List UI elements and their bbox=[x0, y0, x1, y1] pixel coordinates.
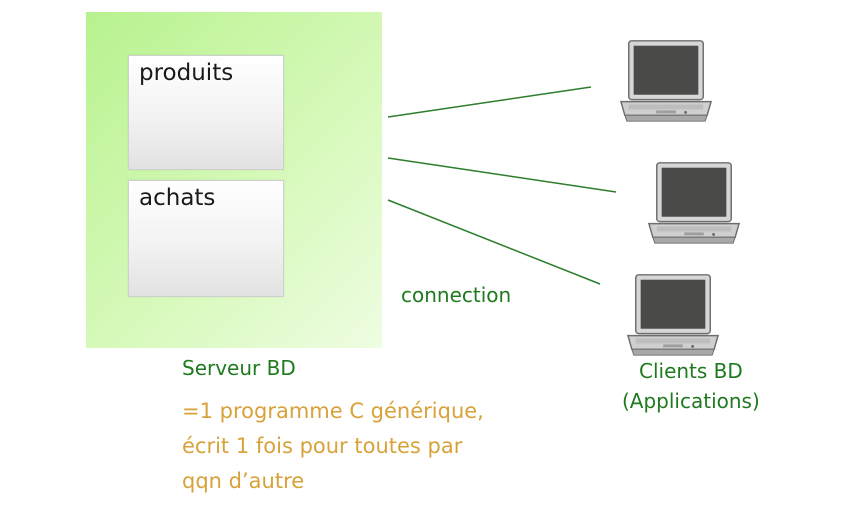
clients-label-line-2: (Applications) bbox=[622, 389, 760, 413]
connection-line-1 bbox=[387, 86, 592, 118]
table-label-produits: produits bbox=[139, 60, 234, 86]
table-achats: achats bbox=[128, 180, 284, 297]
server-description-line-3: qqn d’autre bbox=[182, 469, 305, 493]
clients-label: Clients BD (Applications) bbox=[622, 356, 760, 416]
server-description: =1 programme C générique, écrit 1 fois p… bbox=[182, 394, 484, 499]
clients-label-line-1: Clients BD bbox=[638, 359, 743, 383]
server-description-line-1: =1 programme C générique, bbox=[182, 399, 484, 423]
connection-label: connection bbox=[401, 283, 512, 307]
table-produits: produits bbox=[128, 55, 284, 170]
laptop-icon bbox=[619, 40, 713, 122]
laptop-icon bbox=[647, 162, 741, 244]
laptop-icon bbox=[626, 274, 720, 356]
connection-line-3 bbox=[387, 199, 601, 285]
server-label: Serveur BD bbox=[182, 356, 296, 380]
server-description-line-2: écrit 1 fois pour toutes par bbox=[182, 434, 463, 458]
connection-line-2 bbox=[387, 157, 617, 193]
table-label-achats: achats bbox=[139, 185, 216, 211]
